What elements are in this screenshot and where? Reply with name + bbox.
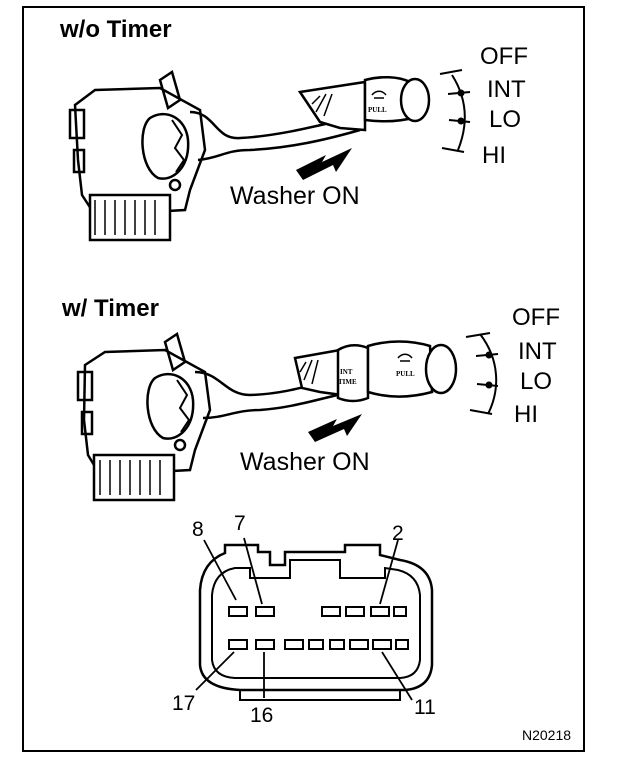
section-title-without-timer: w/o Timer	[59, 16, 172, 43]
svg-text:PULL: PULL	[368, 106, 387, 114]
connector-terminal-row-lower	[228, 639, 409, 650]
position-hi-label: HI	[482, 142, 506, 169]
position-scale-with-timer	[465, 332, 499, 415]
washer-arrow-without-timer	[296, 148, 352, 180]
svg-text:TIME: TIME	[338, 378, 357, 386]
connector-terminal-row-upper	[228, 606, 407, 617]
section-title-with-timer: w/ Timer	[61, 295, 159, 322]
pin-label-17: 17	[172, 692, 195, 715]
position-off-label: OFF	[480, 43, 528, 70]
position-off-label-timer: OFF	[512, 304, 560, 331]
pin-leader-lines	[195, 537, 413, 701]
position-lo-label: LO	[489, 106, 521, 133]
switch-body-without-timer	[68, 70, 207, 242]
pin-label-16: 16	[250, 704, 273, 727]
pin-label-2: 2	[392, 522, 404, 545]
svg-text:INT: INT	[340, 368, 353, 376]
position-lo-label-timer: LO	[520, 368, 552, 395]
position-int-label: INT	[487, 76, 526, 103]
washer-on-label-with-timer: Washer ON	[240, 448, 370, 476]
position-int-label-timer: INT	[518, 338, 557, 365]
position-hi-label-timer: HI	[514, 401, 538, 428]
wiper-lever-with-timer: INT TIME PULL	[194, 340, 458, 420]
connector-housing	[198, 543, 434, 701]
wiper-lever-without-timer: PULL	[189, 76, 431, 162]
switch-body-with-timer	[76, 332, 212, 502]
pin-label-7: 7	[234, 512, 246, 535]
washer-arrow-with-timer	[308, 414, 362, 442]
figure-code: N20218	[522, 727, 571, 743]
pin-label-8: 8	[192, 518, 204, 541]
pin-label-11: 11	[414, 696, 436, 719]
position-scale-without-timer	[439, 69, 471, 153]
svg-text:PULL: PULL	[396, 370, 415, 378]
washer-on-label-without-timer: Washer ON	[230, 182, 360, 210]
